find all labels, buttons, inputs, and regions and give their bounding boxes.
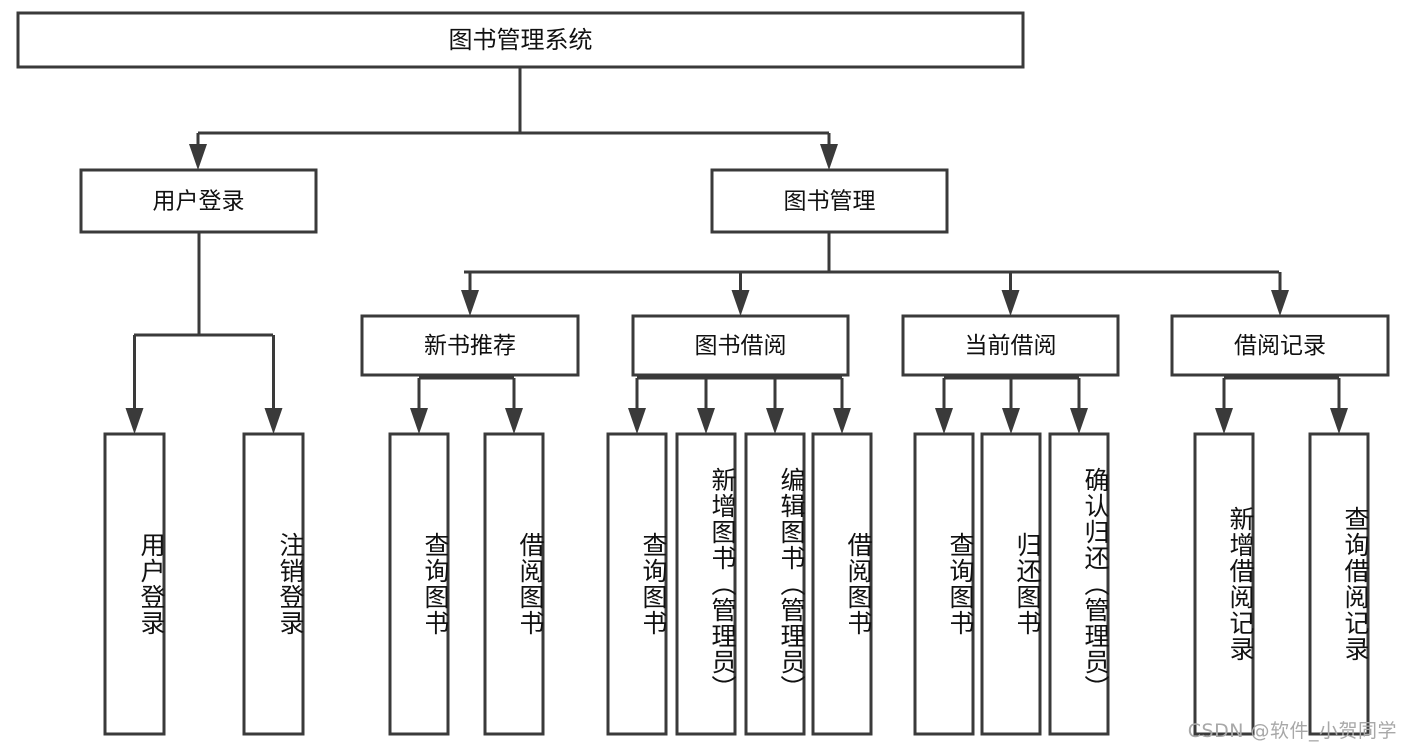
node-leaf-add-book-box[interactable]: [675, 432, 737, 736]
node-borrow-record-box[interactable]: [1170, 314, 1390, 377]
arrow-down-icon: [125, 408, 144, 434]
node-leaf-add-book[interactable]: [675, 432, 737, 736]
node-root-label: 图书管理系统: [449, 26, 593, 54]
node-leaf-confirm-return[interactable]: [1048, 432, 1110, 736]
node-new-book-recommend[interactable]: 新书推荐: [360, 314, 580, 377]
arrow-down-icon: [1070, 408, 1088, 434]
node-leaf-confirm-return-box[interactable]: [1048, 432, 1110, 736]
node-user-login[interactable]: 用户登录: [79, 168, 318, 234]
node-leaf-query-record-box[interactable]: [1308, 432, 1370, 736]
node-leaf-user-login-box[interactable]: [103, 432, 166, 736]
node-leaf-query-book-3-box[interactable]: [913, 432, 975, 736]
arrow-down-icon: [189, 144, 207, 170]
node-leaf-borrow-book-2-box[interactable]: [811, 432, 873, 736]
arrow-down-icon: [1002, 408, 1020, 434]
node-book-manage-label: 图书管理: [784, 189, 876, 215]
arrow-down-icon: [264, 408, 283, 434]
node-leaf-add-record[interactable]: [1193, 432, 1255, 736]
arrow-down-icon: [697, 408, 715, 434]
arrow-down-icon: [461, 290, 479, 316]
node-leaf-query-book-1[interactable]: [388, 432, 450, 736]
node-current-borrow[interactable]: 当前借阅: [901, 314, 1120, 377]
node-leaf-logout-box[interactable]: [242, 432, 305, 736]
node-leaf-query-book-1-box[interactable]: [388, 432, 450, 736]
node-leaf-user-login[interactable]: [103, 432, 166, 736]
node-book-borrow[interactable]: 图书借阅: [631, 314, 850, 377]
node-leaf-borrow-book-2[interactable]: [811, 432, 873, 736]
arrow-down-icon: [1001, 290, 1020, 316]
arrow-down-icon: [833, 408, 851, 434]
arrow-down-icon: [628, 408, 646, 434]
node-leaf-return-book[interactable]: [980, 432, 1042, 736]
node-borrow-record-label: 借阅记录: [1234, 333, 1326, 359]
arrow-down-icon: [731, 290, 750, 316]
node-leaf-query-book-2-box[interactable]: [606, 432, 668, 736]
watermark-text: CSDN @软件_小贺同学: [1187, 720, 1397, 742]
arrow-down-icon: [410, 408, 428, 434]
node-leaf-add-record-box[interactable]: [1193, 432, 1255, 736]
node-leaf-borrow-book-1-box[interactable]: [483, 432, 545, 736]
arrow-down-icon: [766, 408, 784, 434]
node-leaf-borrow-book-1[interactable]: [483, 432, 545, 736]
node-leaf-logout[interactable]: [242, 432, 305, 736]
node-root-box[interactable]: [16, 11, 1025, 69]
node-borrow-record[interactable]: 借阅记录: [1170, 314, 1390, 377]
arrow-down-icon: [505, 408, 523, 434]
arrow-down-icon: [1330, 408, 1348, 434]
node-new-book-recommend-label: 新书推荐: [424, 333, 516, 359]
node-root[interactable]: 图书管理系统: [16, 11, 1025, 69]
arrow-down-icon: [935, 408, 953, 434]
node-leaf-return-book-box[interactable]: [980, 432, 1042, 736]
arrow-down-icon: [1215, 408, 1233, 434]
node-leaf-query-book-3[interactable]: [913, 432, 975, 736]
node-user-login-label: 用户登录: [153, 189, 245, 215]
node-book-borrow-label: 图书借阅: [695, 333, 787, 359]
node-leaf-query-book-2[interactable]: [606, 432, 668, 736]
node-leaf-query-record[interactable]: [1308, 432, 1370, 736]
node-user-login-box[interactable]: [79, 168, 318, 234]
node-book-manage[interactable]: 图书管理: [710, 168, 949, 234]
arrow-down-icon: [1271, 290, 1289, 316]
node-leaf-edit-book[interactable]: [744, 432, 806, 736]
node-book-manage-box[interactable]: [710, 168, 949, 234]
node-current-borrow-label: 当前借阅: [965, 333, 1057, 359]
arrow-down-icon: [820, 144, 838, 170]
node-leaf-edit-book-box[interactable]: [744, 432, 806, 736]
